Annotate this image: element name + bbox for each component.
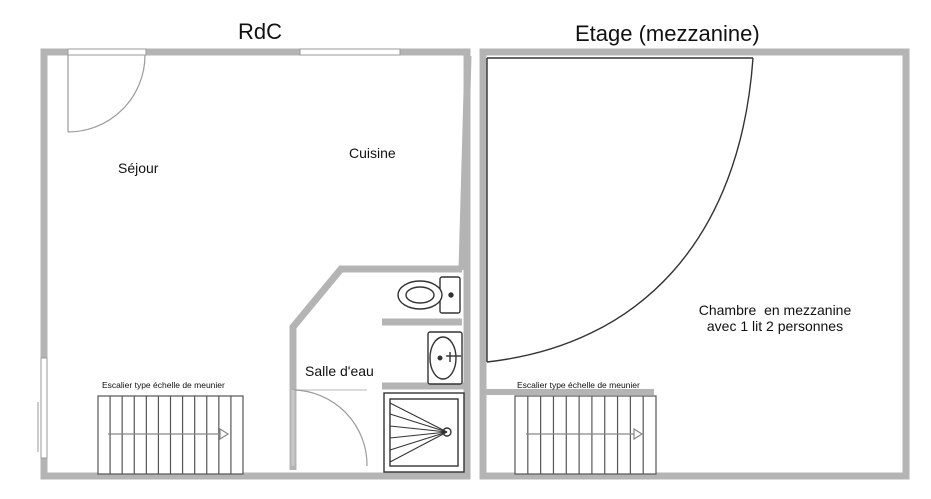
window-top-right bbox=[299, 48, 401, 56]
stairs-ground-icon bbox=[97, 395, 244, 475]
room-label-chambre: Chambre en mezzanine avec 1 lit 2 person… bbox=[675, 302, 875, 334]
stairs-upper-label: Escalier type échelle de meunier bbox=[517, 380, 640, 390]
stairs-ground-label: Escalier type échelle de meunier bbox=[102, 380, 225, 390]
shower-icon bbox=[383, 392, 465, 473]
bathroom-door bbox=[291, 389, 368, 467]
stairs-upper-icon bbox=[514, 395, 657, 475]
upper-floor-walls bbox=[479, 48, 910, 480]
entrance-door bbox=[67, 54, 146, 133]
room-label-sejour: Séjour bbox=[118, 160, 159, 176]
mezzanine-arc bbox=[486, 57, 754, 363]
upper-floor-title: Etage (mezzanine) bbox=[575, 21, 760, 46]
toilet-icon bbox=[397, 276, 461, 314]
room-label-chambre-line1: Chambre en mezzanine bbox=[698, 302, 852, 318]
room-label-cuisine: Cuisine bbox=[349, 145, 396, 161]
room-label-salle-deau: Salle d'eau bbox=[305, 363, 374, 379]
window-left bbox=[40, 357, 48, 459]
ground-floor-outer-wall bbox=[40, 48, 471, 480]
interior-wall-right bbox=[458, 55, 472, 271]
sink-icon bbox=[427, 331, 463, 385]
window-top-left bbox=[67, 48, 147, 56]
upper-floor-outer-wall bbox=[479, 48, 910, 480]
room-label-chambre-line2: avec 1 lit 2 personnes bbox=[706, 318, 844, 334]
ground-floor-title: RdC bbox=[238, 19, 283, 44]
